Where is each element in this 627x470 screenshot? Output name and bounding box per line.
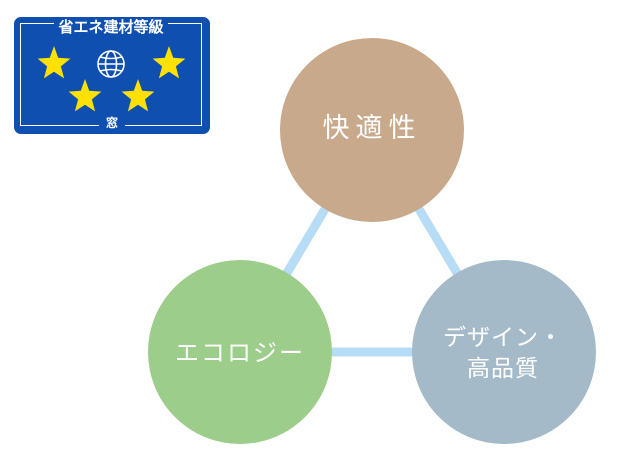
badge-title: 省エネ建材等級: [54, 17, 168, 37]
node-ecology: [148, 260, 332, 444]
star-icon: [68, 79, 102, 112]
node-design-quality: [412, 260, 596, 444]
node-design-quality-label-line: デザイン・: [443, 325, 563, 351]
node-comfort: [280, 38, 464, 222]
globe-icon: [97, 50, 125, 78]
node-ecology-label: エコロジー: [175, 339, 305, 367]
node-design-quality-label: デザイン・高品質: [413, 323, 593, 385]
star-icon: [152, 46, 186, 79]
badge-subtitle: 窓: [99, 115, 125, 131]
node-comfort-label: 快適性: [322, 113, 422, 144]
node-design-quality-label-line: 高品質: [467, 356, 539, 382]
badge-stars: [37, 46, 186, 112]
star-icon: [121, 79, 155, 112]
star-icon: [37, 46, 71, 79]
energy-grade-badge: 省エネ建材等級 窓: [14, 17, 210, 134]
